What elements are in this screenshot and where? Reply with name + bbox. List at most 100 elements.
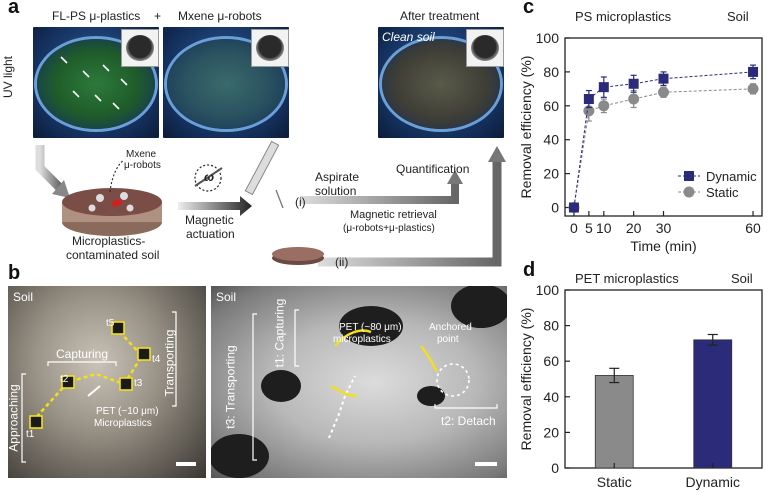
contaminated-soil-1: Microplastics-	[72, 234, 146, 248]
magnetic-actuation-2: actuation	[186, 227, 235, 241]
legend-label-static: Static	[706, 185, 739, 200]
header-after: After treatment	[400, 9, 480, 23]
clean-soil-label: Clean soil	[382, 30, 435, 44]
y-tick-label: 100	[536, 30, 560, 46]
panel-label-d: d	[523, 259, 536, 281]
y-tick-label: 40	[543, 389, 559, 405]
mxene-robots-label-2: μ-robots	[124, 160, 161, 171]
pet-80um-1: PET (~80 μm)	[339, 322, 402, 333]
panel-label-b: b	[8, 262, 21, 284]
chart-d-title: PET microplastics	[575, 271, 679, 286]
trajectory-right	[211, 286, 507, 478]
y-axis-label: Removal efficiency (%)	[518, 56, 534, 199]
header-fl-ps: FL-PS μ-plastics	[52, 9, 141, 23]
photo-fl-ps	[33, 27, 159, 138]
aspirate-label-2: solution	[315, 184, 357, 198]
data-point-static	[628, 93, 640, 105]
header-mxene: Mxene μ-robots	[178, 9, 262, 23]
y-tick-label: 60	[543, 98, 559, 114]
photo-after-treatment: Clean soil	[378, 27, 504, 138]
x-tick-label: Dynamic	[686, 474, 740, 490]
y-tick-label: 40	[543, 132, 559, 148]
x-tick-label: 20	[626, 220, 642, 236]
y-tick-label: 80	[543, 318, 559, 334]
chart-c-title: PS microplastics	[575, 9, 672, 24]
micrograph-left: Soil t1 t2 t3 t4 t5 Capturing Transporti…	[8, 286, 206, 478]
photo-mxene	[163, 27, 289, 138]
capturing-left: Capturing	[56, 347, 109, 361]
route-i-label: (i)	[295, 195, 306, 209]
arrow-markers	[60, 56, 128, 110]
t2-detach-right: t2: Detach	[441, 414, 496, 428]
legend-marker	[684, 171, 694, 181]
x-tick-label: 30	[656, 220, 672, 236]
uv-light-label: UV light	[1, 55, 16, 99]
chart-c-subtitle: Soil	[727, 9, 749, 24]
mxene-robots-label-1: Mxene	[126, 149, 157, 160]
series-line-dynamic	[573, 71, 754, 208]
panel-label-c: c	[523, 0, 535, 18]
data-point-dynamic	[583, 94, 594, 105]
y-tick-label: 100	[536, 282, 560, 298]
soil-label-left: Soil	[13, 290, 34, 304]
data-point-static	[598, 100, 610, 112]
trajectory-left	[21, 311, 196, 466]
y-tick-label: 80	[543, 64, 559, 80]
soil-label-right: Soil	[216, 290, 237, 304]
pet-10um-2: Microplastics	[94, 418, 152, 429]
x-tick-label: 60	[745, 220, 761, 236]
aspirate-label-1: Aspirate	[315, 170, 360, 184]
legend-marker	[683, 186, 695, 198]
x-axis-label: Time (min)	[630, 238, 696, 254]
anchored-1: Anchored	[429, 322, 472, 333]
chart-d-subtitle: Soil	[731, 271, 753, 286]
data-point-dynamic	[748, 66, 759, 77]
t4-left: t4	[152, 354, 161, 365]
contaminated-soil-2: contaminated soil	[66, 248, 160, 262]
panel-label-a: a	[8, 0, 20, 18]
t1-capturing-right: t1: Capturing	[272, 298, 287, 368]
plot-frame	[564, 289, 763, 469]
t1-left: t1	[26, 429, 35, 440]
y-tick-label: 20	[543, 166, 559, 182]
pet-80um-2: microplastics	[333, 334, 391, 345]
data-point-dynamic	[628, 78, 639, 89]
approaching-left: Approaching	[8, 384, 21, 452]
y-tick-label: 0	[551, 460, 559, 476]
data-point-dynamic	[658, 73, 669, 84]
y-tick-label: 0	[551, 200, 559, 216]
process-schematic	[35, 140, 506, 267]
route-ii-label: (ii)	[335, 255, 349, 269]
t2-left: t2	[60, 374, 69, 385]
data-point-static	[583, 105, 595, 117]
x-tick-label: Static	[597, 474, 632, 490]
bar-static	[594, 375, 634, 469]
data-point-dynamic	[598, 82, 609, 93]
x-tick-label: 5	[585, 220, 593, 236]
y-tick-label: 20	[543, 424, 559, 440]
y-axis-label: Removal efficiency (%)	[518, 308, 534, 451]
x-tick-label: 10	[596, 220, 612, 236]
series-line-static	[573, 88, 754, 208]
data-point-static	[658, 86, 669, 98]
retrieval-label-1: Magnetic retrieval	[350, 209, 437, 221]
x-tick-label: 0	[570, 220, 578, 236]
legend-label-dynamic: Dynamic	[706, 169, 757, 184]
pet-10um-1: PET (~10 μm)	[96, 406, 159, 417]
retrieval-label-2: (μ-robots+μ-plastics)	[343, 223, 435, 234]
bar-dynamic	[693, 339, 733, 469]
transporting-left: Transporting	[162, 329, 177, 397]
micrograph-right: Soil t1: Capturing t3: Transporting PET …	[211, 286, 507, 478]
header-plus: +	[154, 9, 162, 23]
t3-left: t3	[134, 378, 143, 389]
omega-symbol: ω	[204, 170, 215, 184]
t5-left: t5	[106, 318, 115, 329]
data-point-dynamic	[568, 202, 579, 213]
anchored-2: point	[437, 334, 459, 345]
magnetic-actuation-1: Magnetic	[185, 213, 234, 227]
y-tick-label: 60	[543, 353, 559, 369]
t3-transporting-right: t3: Transporting	[223, 345, 238, 429]
data-point-static	[747, 83, 759, 95]
